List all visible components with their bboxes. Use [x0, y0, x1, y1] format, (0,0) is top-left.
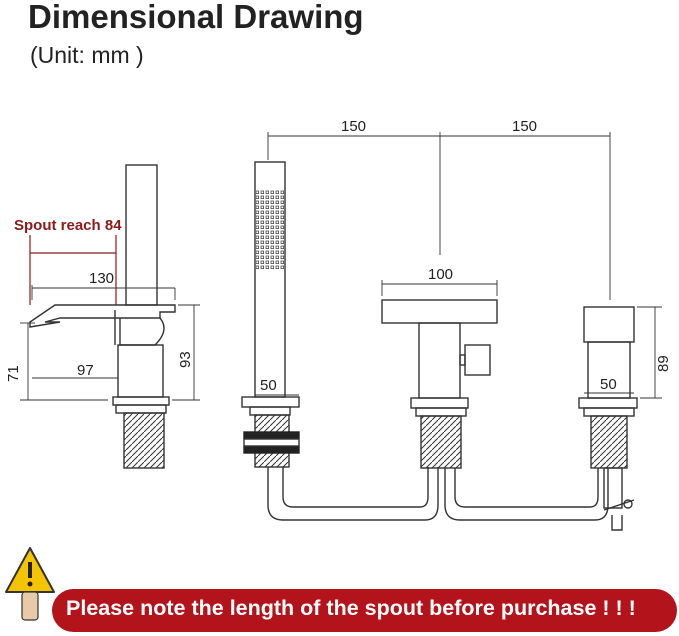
dim-right-height: 89 [655, 355, 672, 372]
handle-top [381, 299, 498, 324]
right-outlet-front-view [578, 306, 638, 531]
spout-reach-label: Spout reach 84 [14, 217, 122, 234]
dim-handshower-base: 50 [260, 377, 277, 394]
threaded-shank [420, 415, 462, 469]
spout [29, 304, 176, 328]
center-valve-front-view [381, 299, 609, 521]
valve-body [418, 322, 461, 399]
notice-banner [52, 589, 677, 632]
page-title: Dimensional Drawing [28, 0, 364, 35]
warning-triangle-icon [5, 547, 55, 621]
handle-lever [125, 164, 158, 306]
left-faucet-side-view [29, 164, 176, 469]
notice-text: Please note the length of the spout befo… [66, 596, 636, 620]
diverter-knob [464, 344, 491, 376]
dim-left-spout-height: 71 [5, 365, 22, 382]
spray-face [256, 190, 284, 270]
dim-spacing-right: 150 [512, 118, 537, 135]
hose-right [444, 468, 609, 521]
spout-reach-markers [29, 235, 117, 305]
unit-label: (Unit: mm ) [30, 42, 144, 68]
dim-left-total-height: 93 [177, 351, 194, 368]
threaded-shank [590, 415, 628, 469]
dim-center-handle-width: 100 [428, 266, 453, 283]
dimension-lines [20, 132, 662, 401]
hose-left [267, 467, 439, 521]
base-plate [241, 396, 300, 408]
base-plate [410, 397, 469, 409]
base-plate [112, 396, 170, 406]
dim-left-base-width: 97 [77, 362, 94, 379]
threaded-shank [123, 412, 165, 469]
dim-left-total-width: 130 [89, 270, 114, 287]
outlet-top [583, 306, 635, 343]
base-plate [578, 397, 638, 409]
handshower-front-view [241, 161, 439, 521]
dim-right-base: 50 [600, 376, 617, 393]
body [117, 344, 164, 398]
dim-spacing-left: 150 [341, 118, 366, 135]
